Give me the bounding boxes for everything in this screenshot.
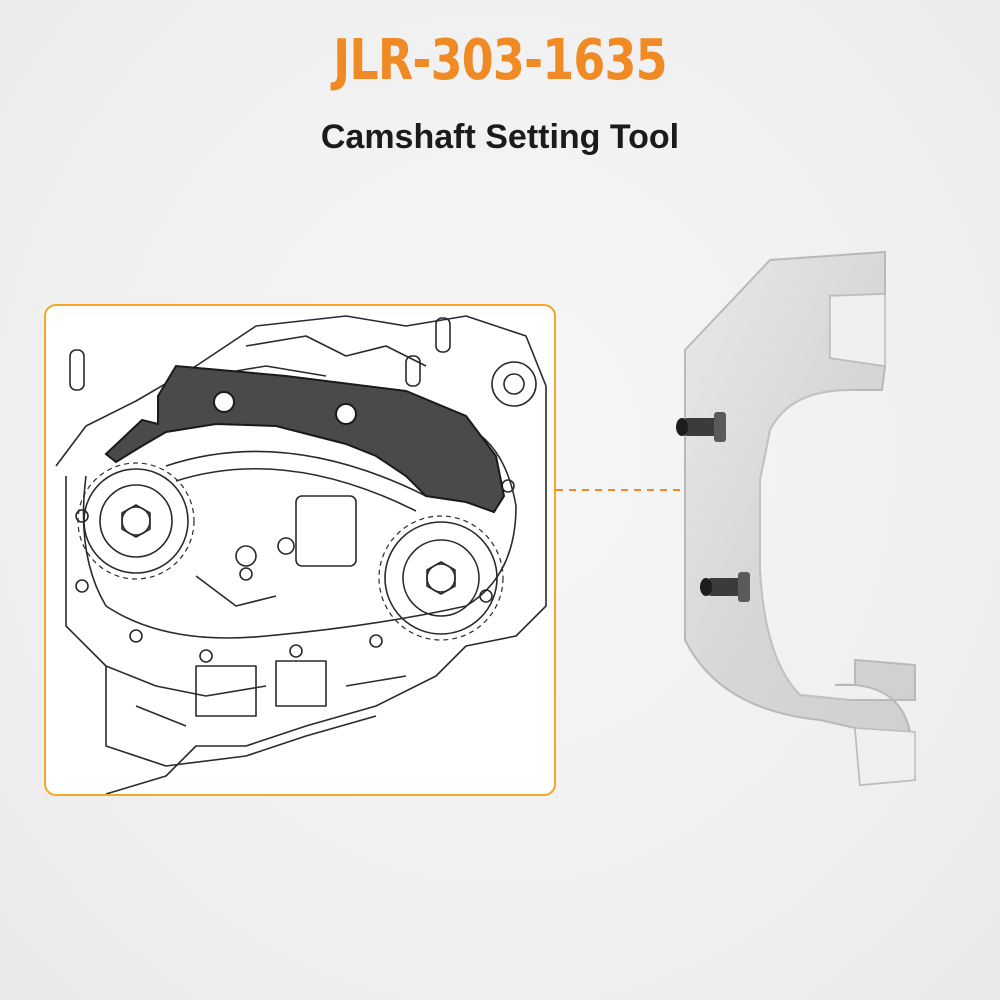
- product-name-subtitle: Camshaft Setting Tool: [320, 118, 680, 156]
- engine-diagram-panel: [44, 304, 556, 796]
- part-number-title: JLR-303-1635: [333, 28, 667, 93]
- camshaft-locking-plate-icon: [676, 250, 917, 787]
- engine-camshaft-diagram-icon: [55, 315, 547, 794]
